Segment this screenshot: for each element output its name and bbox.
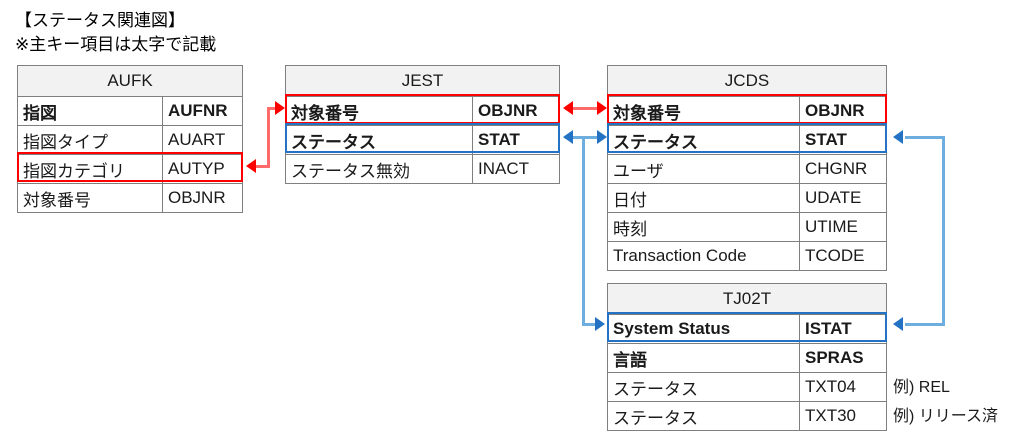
table-row: Transaction Code TCODE bbox=[608, 241, 886, 270]
row-label: ステータス bbox=[291, 132, 376, 152]
table-row: ステータス STAT bbox=[286, 125, 559, 154]
table-tj02t-caption: TJ02T bbox=[608, 284, 886, 314]
table-jest: JEST 対象番号 OBJNR ステータス STAT ステータス無効 INACT bbox=[285, 65, 560, 184]
row-field: AUART bbox=[162, 126, 242, 154]
table-tj02t: TJ02T System Status ISTAT 言語 SPRAS ステータス… bbox=[607, 283, 887, 431]
row-label: 指図タイプ bbox=[23, 132, 108, 152]
table-row: ステータス TXT30 bbox=[608, 401, 886, 430]
arrowhead-into-jcds-stat-left bbox=[597, 130, 607, 144]
row-label: 時刻 bbox=[613, 219, 647, 239]
table-row: 対象番号 OBJNR bbox=[608, 96, 886, 125]
connector-stat-branch-horizontal bbox=[582, 323, 598, 326]
row-label: System Status bbox=[613, 319, 731, 338]
table-jcds-caption: JCDS bbox=[608, 66, 886, 96]
row-field: AUTYP bbox=[162, 155, 242, 183]
row-field: ISTAT bbox=[799, 315, 886, 343]
row-field: TXT30 bbox=[799, 402, 886, 430]
arrowhead-into-jcds-objnr-left bbox=[597, 101, 607, 115]
row-field: TXT04 bbox=[799, 373, 886, 401]
row-field: OBJNR bbox=[162, 184, 242, 212]
connector-stat-branch-vertical bbox=[582, 136, 585, 326]
note-txt30-example: 例) リリース済 bbox=[893, 408, 998, 425]
arrowhead-into-jcds-stat-right bbox=[893, 130, 903, 144]
arrowhead-into-jest-stat-right bbox=[563, 130, 573, 144]
table-row: ユーザ CHGNR bbox=[608, 154, 886, 183]
row-field: OBJNR bbox=[799, 97, 886, 125]
arrowhead-into-tj02t-istat-left bbox=[595, 317, 605, 331]
row-field: CHGNR bbox=[799, 155, 886, 183]
connector-aufk-objnr-to-jest-objnr-segment-v bbox=[267, 107, 270, 168]
row-field: SPRAS bbox=[799, 344, 886, 372]
table-row: 対象番号 OBJNR bbox=[286, 96, 559, 125]
row-label: 日付 bbox=[613, 190, 647, 210]
row-label: 言語 bbox=[613, 350, 647, 370]
row-field: INACT bbox=[472, 155, 559, 183]
table-row: ステータス無効 INACT bbox=[286, 154, 559, 183]
row-field: STAT bbox=[472, 126, 559, 154]
table-aufk: AUFK 指図 AUFNR 指図タイプ AUART 指図カテゴリ AUTYP 対… bbox=[17, 65, 243, 213]
row-label: 指図カテゴリ bbox=[23, 161, 125, 181]
row-field: AUFNR bbox=[162, 97, 242, 125]
table-row: System Status ISTAT bbox=[608, 314, 886, 343]
note-txt04-example: 例) REL bbox=[893, 379, 950, 396]
connector-aufk-objnr-to-jest-objnr-segment-h-top bbox=[267, 107, 279, 110]
arrowhead-into-aufk-objnr bbox=[246, 159, 256, 173]
row-field: OBJNR bbox=[472, 97, 559, 125]
row-label: 指図 bbox=[23, 103, 57, 123]
table-row: 対象番号 OBJNR bbox=[18, 183, 242, 212]
row-label: 対象番号 bbox=[23, 190, 91, 210]
row-label: ステータス bbox=[613, 132, 698, 152]
row-label: ユーザ bbox=[613, 161, 664, 181]
table-row: 時刻 UTIME bbox=[608, 212, 886, 241]
row-label: 対象番号 bbox=[291, 103, 359, 123]
row-field: UTIME bbox=[799, 213, 886, 241]
row-label: 対象番号 bbox=[613, 103, 681, 123]
connector-jcds-stat-loop-h-bottom bbox=[905, 323, 945, 326]
row-field: STAT bbox=[799, 126, 886, 154]
connector-jest-objnr-to-jcds-objnr-segment bbox=[565, 107, 602, 110]
connector-jcds-stat-loop-h-top bbox=[905, 136, 945, 139]
arrowhead-into-jest-objnr-right bbox=[563, 101, 573, 115]
row-label: ステータス bbox=[613, 408, 698, 428]
row-label: ステータス無効 bbox=[291, 161, 410, 181]
row-field: UDATE bbox=[799, 184, 886, 212]
table-jcds: JCDS 対象番号 OBJNR ステータス STAT ユーザ CHGNR 日付 … bbox=[607, 65, 887, 271]
row-field: TCODE bbox=[799, 242, 886, 270]
arrowhead-into-tj02t-istat-right bbox=[893, 317, 903, 331]
table-row: 指図カテゴリ AUTYP bbox=[18, 154, 242, 183]
page-subtitle-note: ※主キー項目は太字で記載 bbox=[15, 35, 217, 54]
table-aufk-caption: AUFK bbox=[18, 66, 242, 96]
connector-jcds-stat-loop-v bbox=[942, 136, 945, 326]
arrowhead-into-jest-objnr bbox=[275, 101, 285, 115]
table-row: 指図タイプ AUART bbox=[18, 125, 242, 154]
table-row: ステータス STAT bbox=[608, 125, 886, 154]
table-row: 言語 SPRAS bbox=[608, 343, 886, 372]
row-label: ステータス bbox=[613, 379, 698, 399]
page-title: 【ステータス関連図】 bbox=[15, 11, 185, 30]
table-row: 指図 AUFNR bbox=[18, 96, 242, 125]
table-row: ステータス TXT04 bbox=[608, 372, 886, 401]
table-jest-caption: JEST bbox=[286, 66, 559, 96]
table-row: 日付 UDATE bbox=[608, 183, 886, 212]
row-label: Transaction Code bbox=[613, 246, 747, 265]
connector-aufk-objnr-to-jest-objnr-segment-h-bottom bbox=[256, 165, 270, 168]
